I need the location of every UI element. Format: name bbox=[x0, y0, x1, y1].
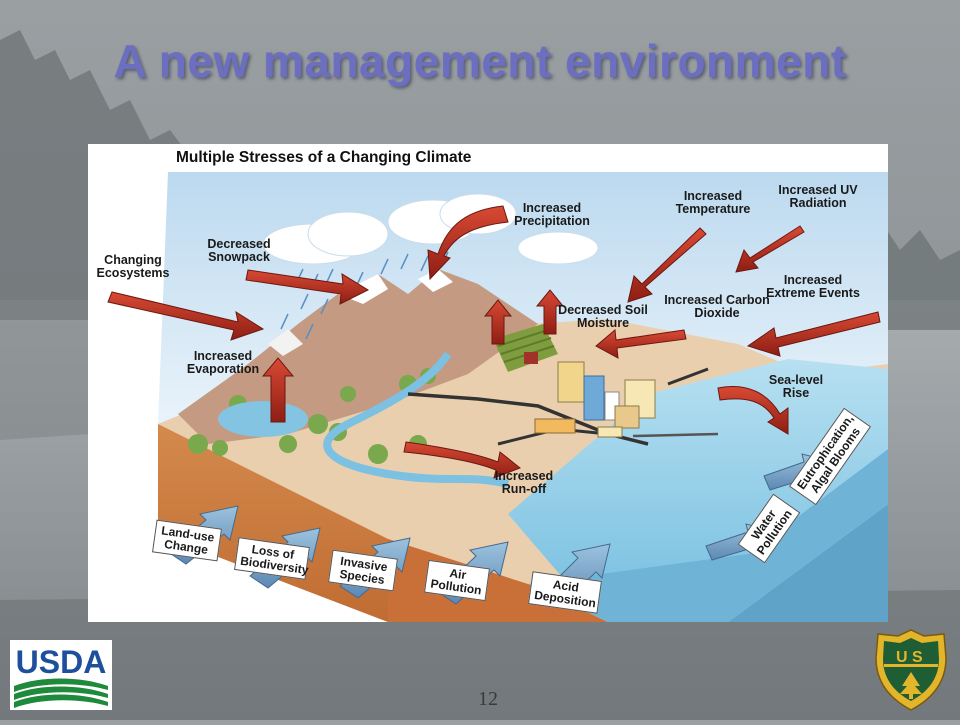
usda-logo: USDA bbox=[10, 640, 112, 710]
slide-title: A new management environment bbox=[113, 35, 847, 87]
arrow-changing-ecosystems bbox=[107, 291, 265, 341]
arrow-sea-level-rise bbox=[717, 386, 789, 435]
label-decreased-soil-moisture: Decreased Soil Moisture bbox=[558, 303, 648, 330]
forest-service-shield-graphic: U S bbox=[875, 629, 947, 711]
arrow-increased-carbon-dioxide bbox=[595, 329, 687, 359]
arrow-increased-temperature bbox=[627, 227, 707, 303]
mountain-range bbox=[178, 269, 538, 444]
label-increased-extreme-events: Increased Extreme Events bbox=[766, 273, 860, 300]
city bbox=[534, 361, 656, 438]
diagram-title: Multiple Stresses of a Changing Climate bbox=[176, 149, 472, 166]
label-increased-evaporation: Increased Evaporation bbox=[186, 349, 260, 376]
lake bbox=[218, 401, 308, 437]
forest-service-shield-logo: U S bbox=[874, 628, 948, 712]
label-decreased-snowpack: Decreased Snowpack bbox=[207, 237, 271, 264]
arrow-increased-run-off bbox=[403, 441, 521, 479]
sea-cross-section bbox=[528, 449, 888, 622]
climate-stress-diagram: Multiple Stresses of a Changing Climate … bbox=[88, 144, 888, 622]
red-stress-arrows bbox=[107, 205, 881, 479]
usda-logo-text: USDA bbox=[16, 644, 107, 680]
arrow-decreased-snowpack bbox=[245, 269, 370, 305]
arrow-increased-evaporation bbox=[261, 357, 295, 423]
arrow-increased-uv bbox=[735, 225, 805, 273]
label-changing-ecosystems: Changing Ecosystems bbox=[96, 253, 170, 280]
river bbox=[323, 351, 509, 488]
usda-logo-graphic: USDA bbox=[10, 640, 112, 710]
label-increased-precipitation: Increased Precipitation bbox=[514, 201, 590, 228]
label-increased-run-off: Increased Run-off bbox=[494, 469, 554, 496]
arrow-increased-extreme-events bbox=[746, 311, 881, 357]
svg-text:U S: U S bbox=[896, 649, 923, 666]
barn bbox=[524, 352, 538, 364]
label-increased-carbon-dioxide: Increased Carbon Dioxide bbox=[664, 293, 770, 320]
arrow-soil-moisture-1 bbox=[483, 299, 513, 345]
arrow-increased-precipitation bbox=[427, 205, 509, 281]
label-increased-temperature: Increased Temperature bbox=[675, 189, 751, 216]
page-number: 12 bbox=[478, 688, 498, 710]
sea-surface bbox=[508, 359, 888, 584]
label-increased-uv-radiation: Increased UV Radiation bbox=[778, 183, 858, 210]
arrow-soil-moisture-2 bbox=[535, 289, 565, 335]
label-sea-level-rise: Sea-level Rise bbox=[768, 373, 824, 400]
